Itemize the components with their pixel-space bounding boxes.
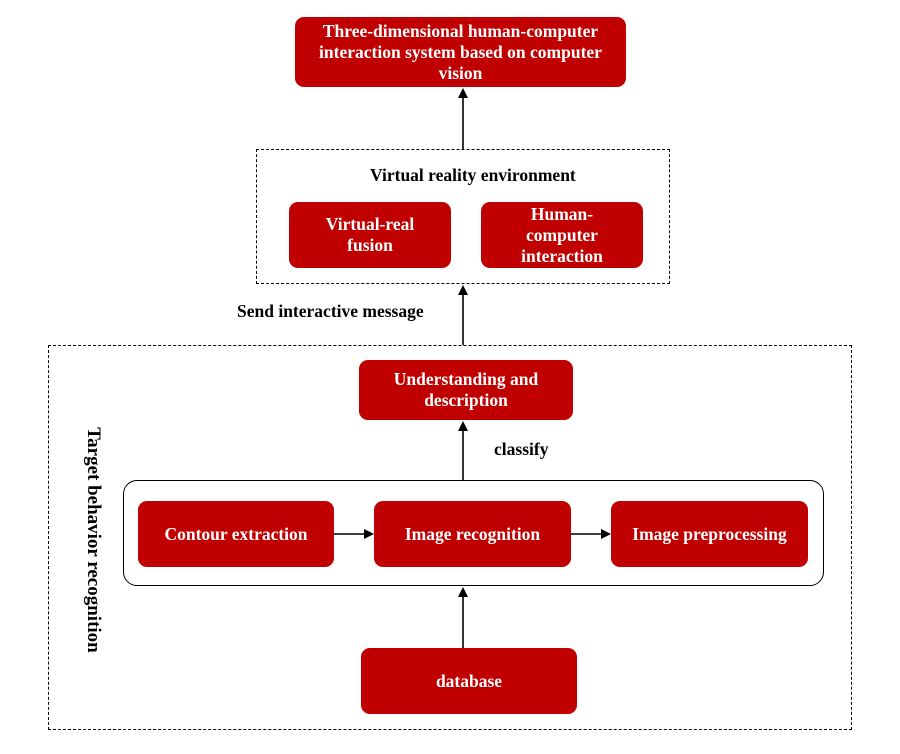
send-interactive-message-label: Send interactive message xyxy=(237,301,424,321)
human-computer-interaction-box: Human-computer interaction xyxy=(481,202,643,268)
image-preprocessing-label: Image preprocessing xyxy=(632,523,787,544)
image-recognition-box: Image recognition xyxy=(374,501,571,567)
contour-extraction-box: Contour extraction xyxy=(138,501,334,567)
contour-extraction-label: Contour extraction xyxy=(164,523,308,544)
processing-group xyxy=(123,480,824,586)
vr-environment-title: Virtual reality environment xyxy=(370,165,576,185)
understanding-box: Understanding and description xyxy=(359,360,573,420)
virtual-real-fusion-label: Virtual-real fusion xyxy=(325,214,415,255)
classify-label: classify xyxy=(494,439,549,459)
human-computer-interaction-label: Human-computer interaction xyxy=(521,203,603,266)
system-label: Three-dimensional human-computer interac… xyxy=(319,20,602,83)
database-box: database xyxy=(361,648,577,714)
virtual-real-fusion-box: Virtual-real fusion xyxy=(289,202,451,268)
database-label: database xyxy=(435,670,503,691)
target-behavior-container xyxy=(48,345,852,730)
vr-environment-container xyxy=(256,149,670,284)
image-preprocessing-box: Image preprocessing xyxy=(611,501,808,567)
system-box: Three-dimensional human-computer interac… xyxy=(295,17,626,87)
image-recognition-label: Image recognition xyxy=(404,523,541,544)
understanding-label: Understanding and description xyxy=(393,369,539,410)
